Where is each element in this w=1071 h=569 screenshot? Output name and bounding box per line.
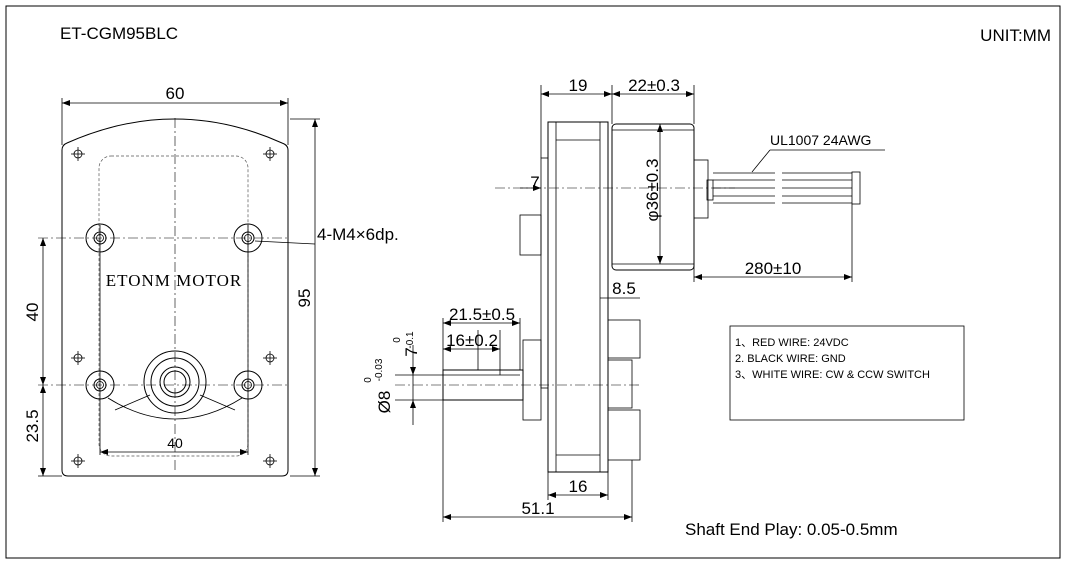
wire-legend-item: 1、RED WIRE: 24VDC <box>735 337 849 349</box>
gearbox-depth-dim: 19 <box>569 76 588 95</box>
wire-legend-item: 3、WHITE WIRE: CW & CCW SWITCH <box>735 369 930 381</box>
drawing-title: ET-CGM95BLC <box>60 24 178 43</box>
front-inner-outline <box>98 155 249 457</box>
shaft-end-play-note: Shaft End Play: 0.05-0.5mm <box>685 520 898 539</box>
flat-length-dim: 16±0.2 <box>446 331 498 350</box>
flat-tolerance-upper: 0 <box>392 337 403 343</box>
corner-hole <box>263 454 277 468</box>
gear-cover-lower <box>607 409 641 461</box>
width-dim: 60 <box>166 84 185 103</box>
flat-tolerance-lower: -0.1 <box>405 331 416 349</box>
shaft-diameter-main: Ø8 <box>375 391 394 414</box>
flat-tolerance-main: 7 <box>402 347 421 356</box>
gearbox-flange <box>540 157 549 389</box>
unit-label: UNIT:MM <box>980 26 1051 45</box>
shaft-length-dim: 21.5±0.5 <box>449 305 515 324</box>
shaft-offset-dim: 23.5 <box>23 409 42 442</box>
wire-length-dim: 280±10 <box>745 259 802 278</box>
total-length-dim: 51.1 <box>521 499 554 518</box>
corner-hole <box>71 147 85 161</box>
mount-boss-lower <box>522 339 542 421</box>
corner-hole <box>71 351 85 365</box>
shaft-diameter-lower: -0.03 <box>374 358 385 381</box>
gear-cover-upper <box>607 319 641 359</box>
mount-boss-upper <box>519 214 542 256</box>
wire-legend-item: 2. BLACK WIRE: GND <box>735 353 846 365</box>
front-housing-outline <box>61 118 289 477</box>
front-view: ETONM MOTOR 60 95 40 23.5 40 4-M4×6dp. <box>23 84 399 477</box>
wire-legend-box: 1、RED WIRE: 24VDC 2. BLACK WIRE: GND 3、W… <box>729 325 965 421</box>
lower-height-dim: 40 <box>23 303 42 322</box>
wire-exit <box>693 159 709 219</box>
wire-spec-label: UL1007 24AWG <box>770 132 871 148</box>
bottom-dim: 16 <box>569 477 588 496</box>
brand-text: ETONM MOTOR <box>106 271 242 290</box>
corner-hole <box>71 454 85 468</box>
height-dim: 95 <box>295 289 314 308</box>
drawing-border <box>5 5 1061 559</box>
lead-wires <box>713 171 861 205</box>
shaft-diameter-upper: 0 <box>363 377 374 383</box>
side-view: UL1007 24AWG 19 22±0.3 7 φ36±0.3 280±10 <box>363 76 885 522</box>
holes-spec-label: 4-M4×6dp. <box>317 225 399 244</box>
small-dim: 8.5 <box>612 279 636 298</box>
corner-hole <box>263 147 277 161</box>
corner-hole <box>263 351 277 365</box>
gearbox-body <box>547 121 609 473</box>
bottom-spacing-dim: 40 <box>167 435 183 451</box>
motor-diameter-dim: φ36±0.3 <box>643 159 662 222</box>
motor-length-dim: 22±0.3 <box>628 76 680 95</box>
flange-offset-dim: 7 <box>530 173 539 192</box>
